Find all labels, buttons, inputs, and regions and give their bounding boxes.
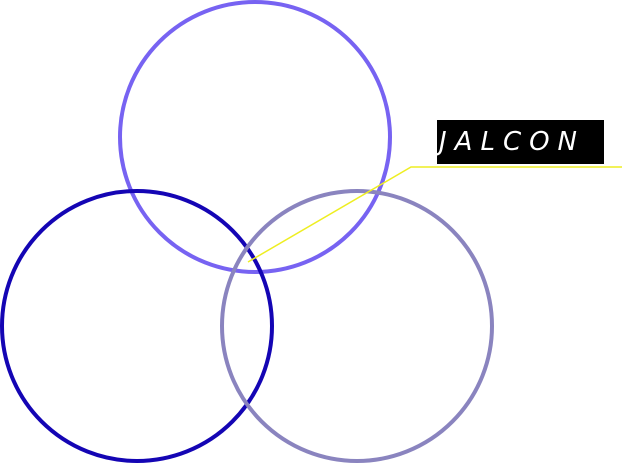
right-circle [220, 189, 494, 463]
callout-label: JALCON [437, 120, 604, 164]
callout-label-text: JALCON [439, 127, 586, 157]
left-circle [0, 189, 274, 463]
label-leader-line [247, 166, 622, 263]
top-circle [118, 0, 392, 274]
